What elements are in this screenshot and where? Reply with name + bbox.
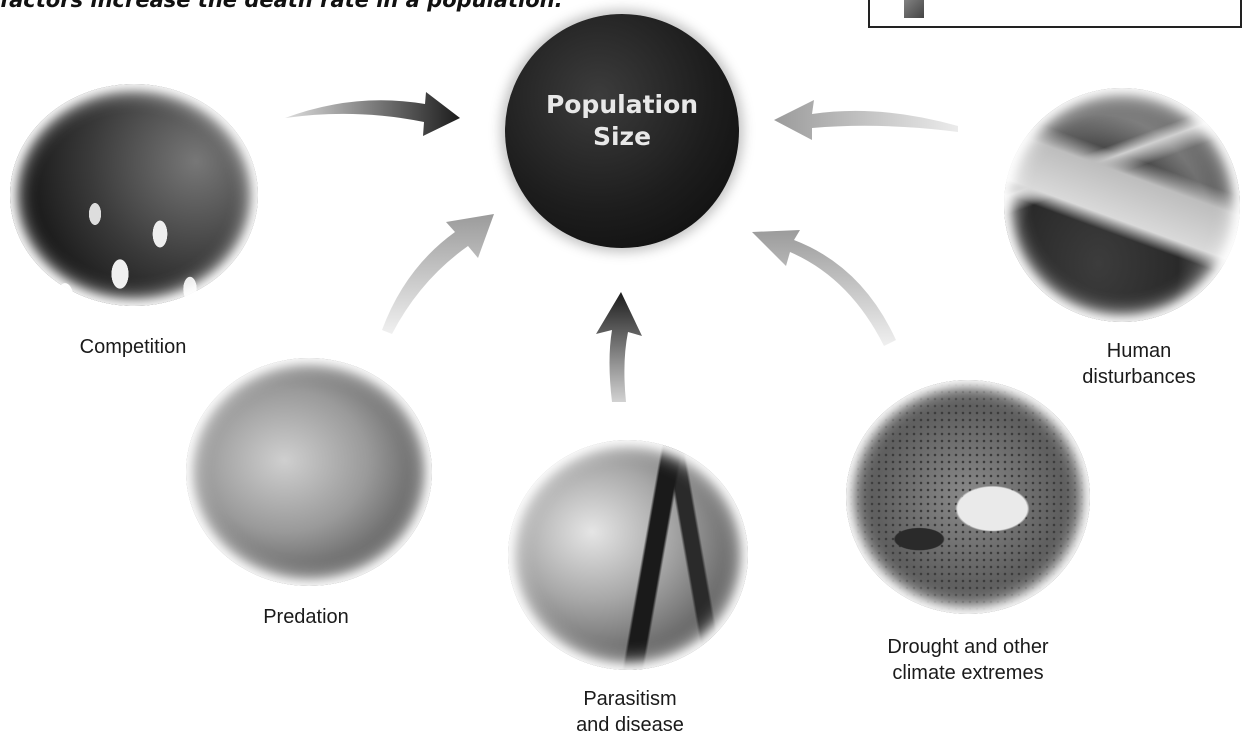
arrow-human xyxy=(774,100,958,140)
arrow-competition xyxy=(285,92,460,136)
parasitism-label-line2: and disease xyxy=(540,712,720,738)
arrow-parasitism xyxy=(596,292,642,402)
parasitism-photo xyxy=(508,440,748,670)
human-disturbances-photo xyxy=(1004,88,1240,322)
parasitism-label-line1: Parasitism xyxy=(540,686,720,712)
predation-photo xyxy=(186,358,432,586)
competition-label: Competition xyxy=(58,334,208,360)
human-label-line2: disturbances xyxy=(1064,364,1214,390)
arrow-drought xyxy=(752,230,896,346)
population-size-label: Population Size xyxy=(537,89,707,153)
population-size-node: Population Size xyxy=(505,14,739,248)
competition-photo xyxy=(10,84,258,306)
drought-label-line1: Drought and other xyxy=(858,634,1078,660)
drought-photo xyxy=(846,380,1090,614)
human-label-line1: Human xyxy=(1064,338,1214,364)
drought-label: Drought and other climate extremes xyxy=(858,634,1078,686)
predation-label: Predation xyxy=(236,604,376,630)
parasitism-label: Parasitism and disease xyxy=(540,686,720,738)
arrow-predation xyxy=(382,214,494,334)
drought-label-line2: climate extremes xyxy=(858,660,1078,686)
human-label: Human disturbances xyxy=(1064,338,1214,390)
